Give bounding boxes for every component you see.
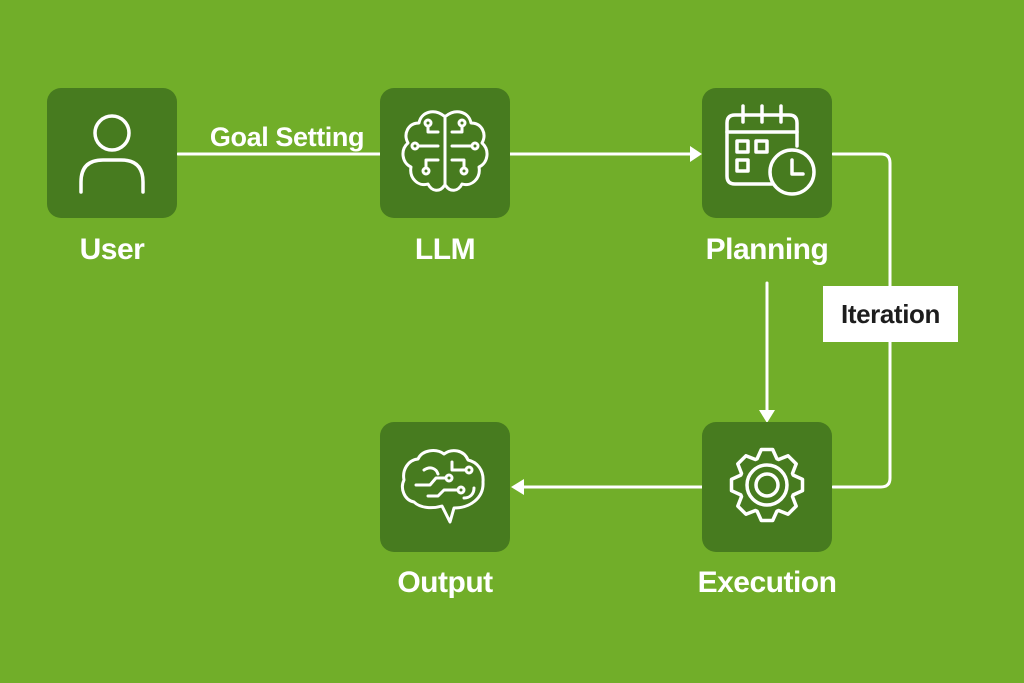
node-planning: [702, 88, 832, 218]
node-user: [47, 88, 177, 218]
brain-circuit-icon: [401, 110, 489, 192]
node-label-output: Output: [397, 566, 493, 599]
brain-speech-icon: [400, 449, 485, 524]
node-output: [380, 422, 510, 552]
node-execution: [702, 422, 832, 552]
node-label-planning: Planning: [705, 233, 829, 266]
node-llm: [380, 88, 510, 218]
node-label-llm: LLM: [414, 233, 476, 266]
node-label-user: User: [79, 233, 145, 266]
calendar-clock-icon: [725, 104, 816, 196]
person-icon: [79, 114, 145, 194]
edge-label-iteration: Iteration: [823, 286, 958, 342]
arrowhead-to-output: [511, 479, 524, 495]
arrowhead-to-execution: [759, 410, 775, 423]
edge-label-goal-setting: Goal Setting: [209, 122, 365, 152]
arrowhead-to-planning: [690, 146, 702, 162]
gear-icon: [729, 447, 805, 523]
node-label-execution: Execution: [697, 566, 837, 599]
